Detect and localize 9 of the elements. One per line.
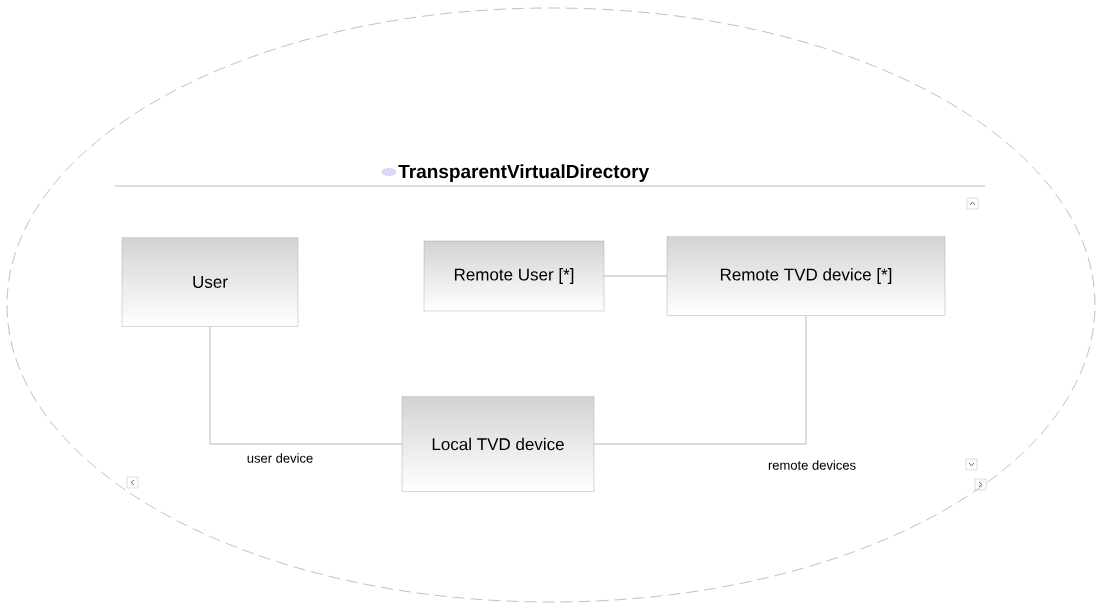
connector xyxy=(603,275,668,277)
part-box: Remote User [*] xyxy=(423,240,605,312)
connector xyxy=(593,315,807,445)
connector xyxy=(209,326,403,445)
edge-label: remote devices xyxy=(768,460,856,470)
edge-label: user device xyxy=(247,453,313,463)
part-box: Remote TVD device [*] xyxy=(666,236,946,316)
part-box: User xyxy=(121,237,299,327)
part-box: Local TVD device xyxy=(401,396,595,492)
